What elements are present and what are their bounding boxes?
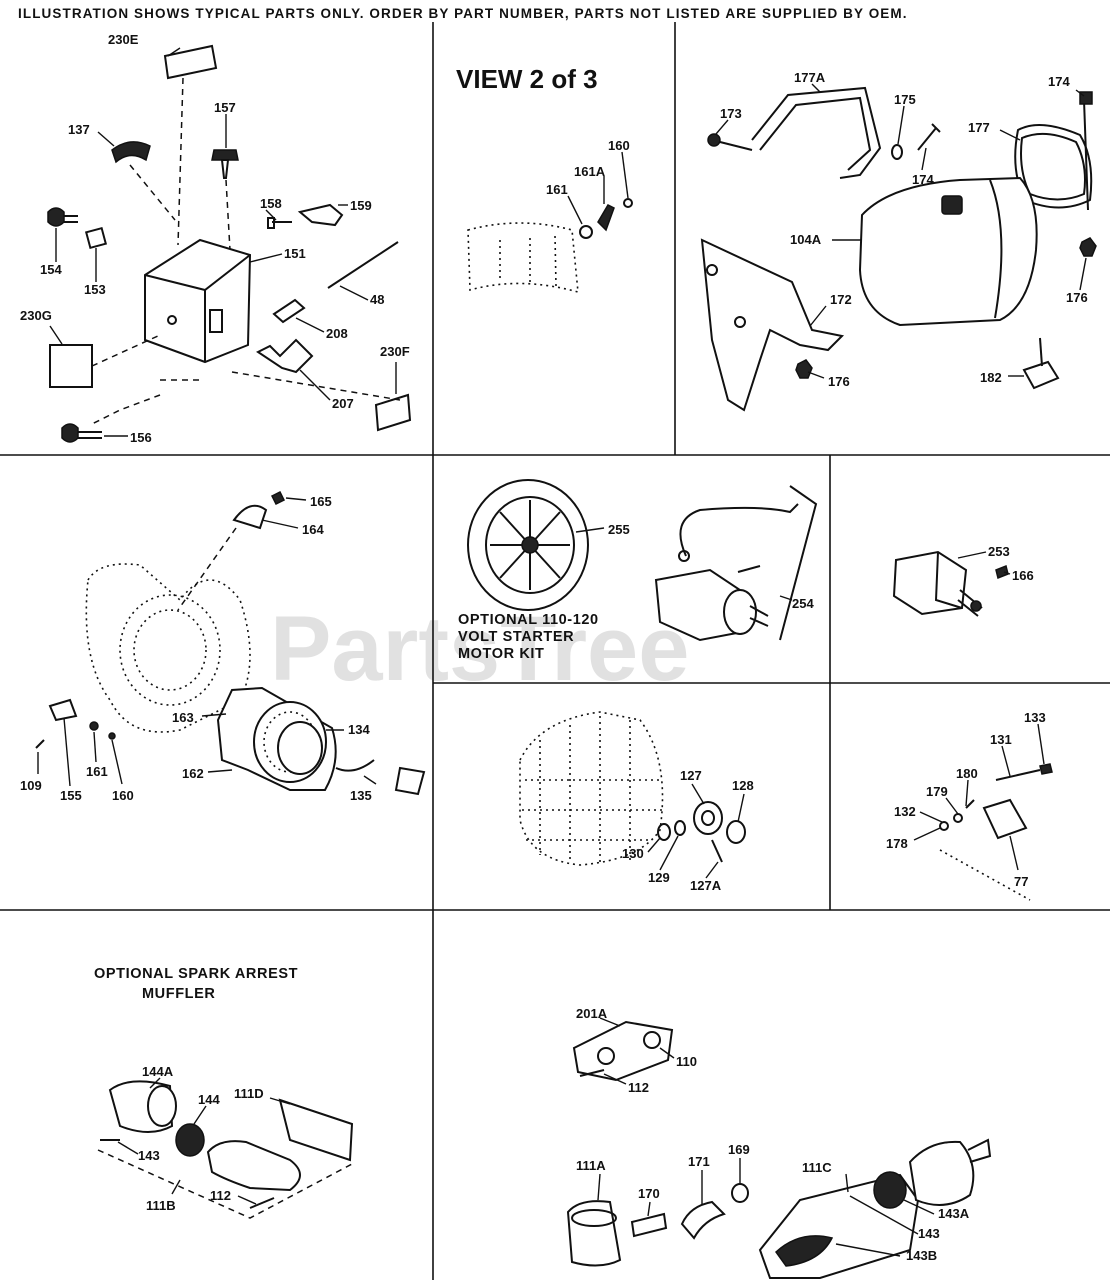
part-label-255: 255	[608, 522, 630, 537]
panel-blower-housing	[35, 490, 426, 796]
part-label-230F: 230F	[380, 344, 410, 359]
part-label-156: 156	[130, 430, 152, 445]
part-label-133: 133	[1024, 710, 1046, 725]
note-starter-line2: VOLT STARTER	[458, 629, 574, 645]
panel-starter-solenoid	[892, 550, 1009, 617]
part-label-144: 144	[198, 1092, 220, 1107]
part-label-164: 164	[302, 522, 324, 537]
part-label-176-right: 176	[1066, 290, 1088, 305]
part-label-144A: 144A	[142, 1064, 174, 1079]
part-label-154: 154	[40, 262, 62, 277]
header-disclaimer: ILLUSTRATION SHOWS TYPICAL PARTS ONLY. O…	[18, 6, 908, 21]
part-label-160-lower: 160	[112, 788, 134, 803]
panel-governor-parts	[939, 763, 1053, 901]
part-label-173: 173	[720, 106, 742, 121]
part-label-208: 208	[326, 326, 348, 341]
part-label-132: 132	[894, 804, 916, 819]
part-label-172: 172	[830, 292, 852, 307]
part-label-151: 151	[284, 246, 306, 261]
part-label-161: 161	[546, 182, 568, 197]
part-label-155: 155	[60, 788, 82, 803]
part-label-112-spark: 112	[210, 1188, 231, 1203]
part-label-160: 160	[608, 138, 630, 153]
part-label-109: 109	[20, 778, 42, 793]
part-label-111C: 111C	[802, 1160, 832, 1175]
part-labels: 230E 157 137 158 159 151 154 153 48 230G…	[20, 32, 1088, 1263]
part-label-179: 179	[926, 784, 948, 799]
view-title: VIEW 2 of 3	[456, 64, 598, 94]
part-label-158: 158	[260, 196, 282, 211]
leader-lines	[37, 47, 1087, 1257]
part-label-111D: 111D	[234, 1086, 264, 1101]
part-label-130: 130	[622, 846, 644, 861]
part-label-177: 177	[968, 120, 990, 135]
part-label-104A: 104A	[790, 232, 822, 247]
part-label-137: 137	[68, 122, 90, 137]
part-label-112: 112	[628, 1080, 649, 1095]
part-label-174: 174	[912, 172, 934, 187]
part-label-134: 134	[348, 722, 370, 737]
part-label-174-top: 174	[1048, 74, 1070, 89]
panel-control-box	[47, 44, 412, 443]
part-label-131: 131	[990, 732, 1012, 747]
part-label-254: 254	[792, 596, 814, 611]
part-label-230G: 230G	[20, 308, 52, 323]
part-label-163: 163	[172, 710, 194, 725]
part-label-162: 162	[182, 766, 204, 781]
part-label-201A: 201A	[576, 1006, 608, 1021]
panel-fuel-tank	[700, 86, 1097, 412]
part-label-153: 153	[84, 282, 106, 297]
part-label-178: 178	[886, 836, 908, 851]
part-label-207: 207	[332, 396, 354, 411]
part-label-180: 180	[956, 766, 978, 781]
part-label-143A: 143A	[938, 1206, 970, 1221]
panel-view2-bracket	[467, 198, 633, 294]
panel-crankcase	[519, 711, 746, 866]
part-label-253: 253	[988, 544, 1010, 559]
part-label-111A: 111A	[576, 1158, 606, 1173]
part-label-135: 135	[350, 788, 372, 803]
part-label-176: 176	[828, 374, 850, 389]
part-label-129: 129	[648, 870, 670, 885]
part-label-159: 159	[350, 198, 372, 213]
part-label-77: 77	[1014, 874, 1028, 889]
part-label-127A: 127A	[690, 878, 722, 893]
note-starter-line1: OPTIONAL 110-120	[458, 612, 599, 628]
panel-spark-arrest	[97, 1080, 354, 1219]
part-label-110: 110	[676, 1054, 697, 1069]
part-label-177A: 177A	[794, 70, 826, 85]
part-label-175: 175	[894, 92, 916, 107]
part-label-143B: 143B	[906, 1248, 937, 1263]
note-spark-line2: MUFFLER	[142, 986, 215, 1002]
part-label-161A: 161A	[574, 164, 606, 179]
part-label-157: 157	[214, 100, 236, 115]
part-label-127: 127	[680, 768, 702, 783]
part-label-171: 171	[688, 1154, 710, 1169]
note-spark-line1: OPTIONAL SPARK ARREST	[94, 966, 298, 982]
panel-starter-kit	[467, 479, 818, 642]
part-label-169: 169	[728, 1142, 750, 1157]
part-label-128: 128	[732, 778, 754, 793]
part-label-170: 170	[638, 1186, 660, 1201]
part-label-143-spark: 143	[138, 1148, 160, 1163]
part-label-230E: 230E	[108, 32, 139, 47]
part-label-161-lower: 161	[86, 764, 108, 779]
panel-grid	[0, 22, 1110, 1280]
part-label-182: 182	[980, 370, 1002, 385]
part-label-166: 166	[1012, 568, 1034, 583]
note-starter-line3: MOTOR KIT	[458, 646, 545, 662]
part-label-143: 143	[918, 1226, 940, 1241]
part-label-165: 165	[310, 494, 332, 509]
part-label-48: 48	[370, 292, 384, 307]
part-label-111B: 111B	[146, 1198, 176, 1213]
